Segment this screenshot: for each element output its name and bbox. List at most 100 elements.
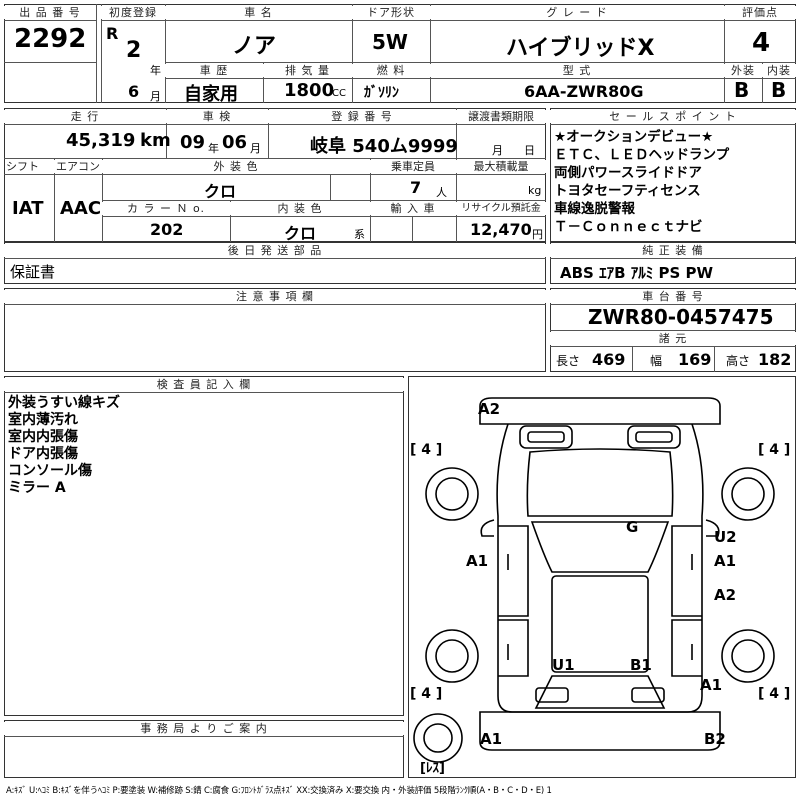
- displacement-unit: CC: [332, 88, 346, 99]
- tire-tread-front-right: [ 4 ]: [758, 442, 790, 458]
- sales-point-item: 両側パワースライドドア: [554, 165, 702, 181]
- sales-point-item: 車線逸脱警報: [554, 201, 635, 217]
- tire-tread-rear-left: [ 4 ]: [410, 686, 442, 702]
- max-load-unit: kg: [528, 184, 542, 197]
- transfer-month-unit: 月: [492, 144, 503, 157]
- transfer-label: 譲渡書類期限: [456, 110, 546, 123]
- tire-tread-front-left: [ 4 ]: [410, 442, 442, 458]
- mileage-unit: km: [140, 130, 171, 151]
- legend-text: A:ｷｽﾞ U:ﾍｺﾐ B:ｷｽﾞを伴うﾍｺﾐ P:要塗装 W:補修跡 S:錆 …: [6, 786, 552, 796]
- first-reg-month: 6: [128, 82, 140, 101]
- damage-mark-right-rear-door: A2: [714, 586, 736, 604]
- front-right-wheel: [721, 467, 775, 521]
- first-reg-month-unit: 月: [150, 90, 161, 103]
- later-parts-label: 後 日 発 送 部 品: [4, 244, 546, 257]
- spec-width-value: 169: [678, 350, 712, 369]
- damage-mark-rear-left-panel: U1: [552, 656, 575, 674]
- inspection-month-unit: 月: [250, 142, 261, 155]
- history-label: 車 歴: [165, 64, 263, 77]
- front-bumper-outline: [479, 397, 721, 425]
- model-label: 型 式: [430, 64, 724, 77]
- aircon-label: エアコン: [54, 160, 102, 173]
- damage-mark-left-front-door: A1: [466, 552, 488, 570]
- ext-color-label: 外 装 色: [102, 160, 370, 173]
- exterior-grade-value: B: [734, 78, 750, 102]
- rear-left-wheel: [425, 629, 479, 683]
- sales-point-box: [550, 108, 796, 242]
- damage-mark-hood: G: [626, 518, 638, 536]
- int-color-unit: 系: [354, 228, 365, 241]
- displacement-label: 排 気 量: [263, 64, 352, 77]
- mileage-value: 45,319: [66, 130, 136, 151]
- capacity-value: 7: [410, 178, 422, 197]
- score-value: 4: [752, 28, 771, 58]
- specs-label: 諸 元: [550, 332, 796, 345]
- displacement-value: 1800: [284, 80, 335, 101]
- mileage-label: 走 行: [4, 110, 166, 123]
- inspection-year-unit: 年: [208, 142, 219, 155]
- recycle-unit: 円: [532, 228, 543, 241]
- inspector-note-item: 外装うすい線キズ: [8, 395, 120, 411]
- int-color-value: クロ: [284, 224, 317, 243]
- front-left-wheel: [425, 467, 479, 521]
- inspector-label: 検 査 員 記 入 欄: [4, 378, 404, 391]
- damage-mark-rear-bumper-right: B2: [704, 730, 726, 748]
- spare-tire: [413, 713, 463, 763]
- recycle-value: 12,470: [470, 220, 532, 239]
- inspector-note-item: コンソール傷: [8, 463, 92, 479]
- inspection-label: 車 検: [166, 110, 268, 123]
- ext-color-value: クロ: [204, 182, 237, 201]
- shift-label: シフト: [6, 160, 52, 173]
- left-headlight: [519, 425, 573, 449]
- inspection-month: 06: [222, 132, 248, 153]
- color-no-label: カ ラ ー Ｎ o.: [102, 202, 230, 215]
- grade-value: ハイブリッドX: [506, 36, 655, 61]
- max-load-label: 最大積載量: [456, 160, 546, 173]
- int-color-label: 内 装 色: [230, 202, 370, 215]
- sales-point-item: トヨタセーフティセンス: [554, 183, 701, 199]
- recycle-label: リサイクル預託金: [456, 202, 546, 215]
- first-reg-year-unit: 年: [150, 64, 161, 77]
- fuel-label: 燃 料: [352, 64, 430, 77]
- exterior-label: 外装: [724, 64, 762, 77]
- transfer-day-unit: 日: [524, 144, 535, 157]
- lot-no-label: 出 品 番 号: [4, 6, 96, 19]
- door-label: ドア形状: [352, 6, 430, 19]
- sales-point-item: ★オークションデビュー★: [554, 129, 714, 145]
- rear-bumper-outline: [479, 711, 721, 751]
- model-value: 6AA-ZWR80G: [524, 82, 644, 101]
- interior-grade-value: B: [771, 78, 787, 102]
- capacity-unit: 人: [436, 186, 447, 199]
- reg-no-value: 岐阜 540ム9999: [310, 136, 458, 157]
- spare-tire-label: [ﾚｽ]: [420, 761, 445, 776]
- spec-length-value: 469: [592, 350, 626, 369]
- score-label: 評価点: [724, 6, 796, 19]
- spec-height-label: 高さ: [726, 354, 751, 368]
- rear-glass: [534, 675, 666, 709]
- damage-mark-right-rear-quarter: A1: [700, 676, 722, 694]
- car-diagram-box: [408, 376, 796, 778]
- inspector-note-item: ドア内張傷: [8, 446, 78, 462]
- genuine-value: ABS ｴｱB ｱﾙﾐ PS PW: [560, 264, 714, 282]
- inspection-year: 09: [180, 132, 206, 153]
- chassis-value: ZWR80-0457475: [588, 305, 774, 329]
- car-name-label: 車 名: [165, 6, 352, 19]
- capacity-label: 乗車定員: [370, 160, 456, 173]
- sales-point-item: Ｔ－Ｃｏｎｎｅｃｔナビ: [554, 219, 703, 235]
- first-reg-label: 初度登録: [101, 6, 165, 19]
- damage-mark-rear-bumper-left: A1: [480, 730, 502, 748]
- hood-outline: [526, 448, 674, 517]
- notes-label: 注 意 事 項 欄: [4, 290, 546, 303]
- color-no-value: 202: [150, 220, 184, 239]
- windshield: [530, 521, 670, 573]
- vehicle-detail-box: [4, 108, 546, 242]
- roof: [551, 575, 649, 673]
- chassis-label: 車 台 番 号: [550, 290, 796, 303]
- car-name-value: ノア: [232, 34, 277, 59]
- tire-tread-rear-right: [ 4 ]: [758, 686, 790, 702]
- spec-length-label: 長さ: [556, 354, 581, 368]
- inspector-note-item: 室内薄汚れ: [8, 412, 78, 428]
- damage-mark-front-bumper: A2: [478, 400, 500, 418]
- shift-value: IAT: [12, 198, 44, 219]
